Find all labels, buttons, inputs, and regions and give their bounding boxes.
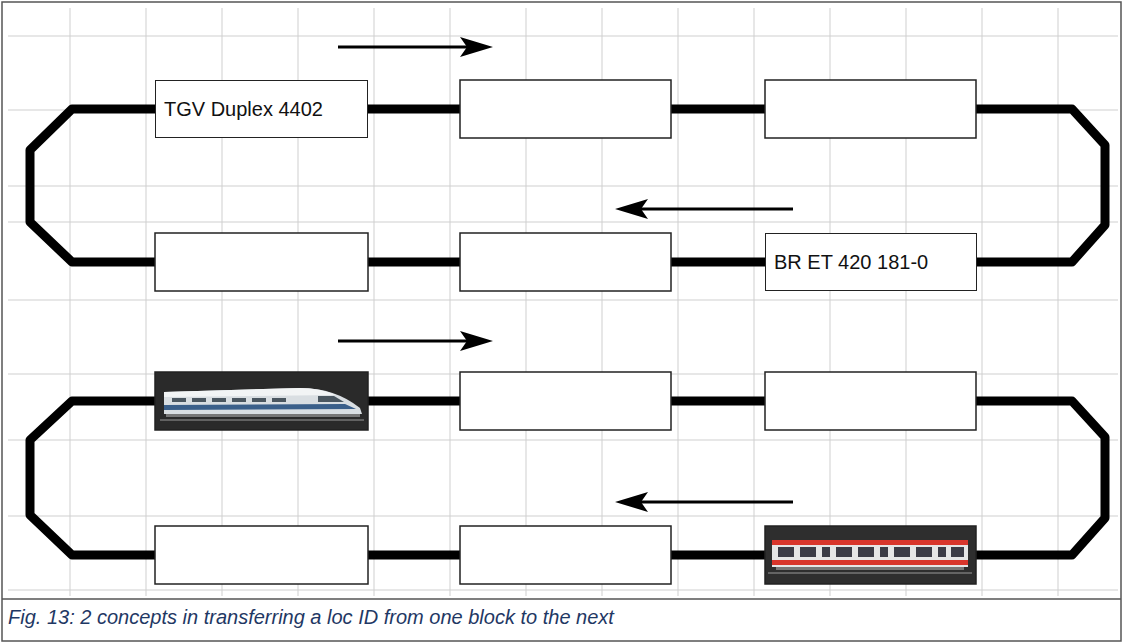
et420-picture (765, 526, 976, 584)
tgv-body (164, 388, 362, 414)
loc-id: TGV Duplex 4402 (164, 98, 323, 121)
track (30, 109, 1105, 555)
block (460, 526, 671, 584)
direction-arrow (338, 340, 470, 343)
et420-band (772, 540, 968, 545)
empty-blocks (155, 80, 976, 584)
picture-ground (155, 372, 368, 430)
tgv-picture (155, 372, 368, 430)
et420-windows (778, 547, 964, 557)
block-box: BR ET 420 181-0 (765, 233, 977, 291)
arrow-head (460, 331, 493, 351)
tgv-stripe (164, 404, 356, 410)
et420-band (772, 560, 968, 565)
caption-rule (2, 598, 1121, 600)
figure-caption: Fig. 13: 2 concepts in transferring a lo… (8, 606, 614, 629)
block (460, 80, 671, 138)
block (765, 372, 976, 430)
arrow-head (615, 492, 648, 512)
et420-bogies (776, 567, 964, 570)
rail (160, 420, 364, 421)
picture-ground (765, 526, 976, 584)
block (460, 372, 671, 430)
direction-arrow (338, 46, 470, 49)
block (155, 233, 368, 291)
tgv-bogies (166, 414, 360, 417)
arrow-head (460, 37, 493, 57)
loc-id: BR ET 420 181-0 (774, 251, 928, 274)
block (765, 80, 976, 138)
et420-body (772, 540, 968, 567)
grid (8, 8, 1118, 596)
direction-arrows (338, 37, 793, 512)
tgv-windows (172, 396, 344, 402)
block-box: TGV Duplex 4402 (155, 80, 368, 138)
block (155, 526, 368, 584)
block (460, 233, 671, 291)
direction-arrow (638, 208, 793, 211)
direction-arrow (638, 501, 793, 504)
tgv-roof (164, 388, 336, 397)
arrow-head (615, 199, 648, 219)
rail (768, 573, 972, 574)
